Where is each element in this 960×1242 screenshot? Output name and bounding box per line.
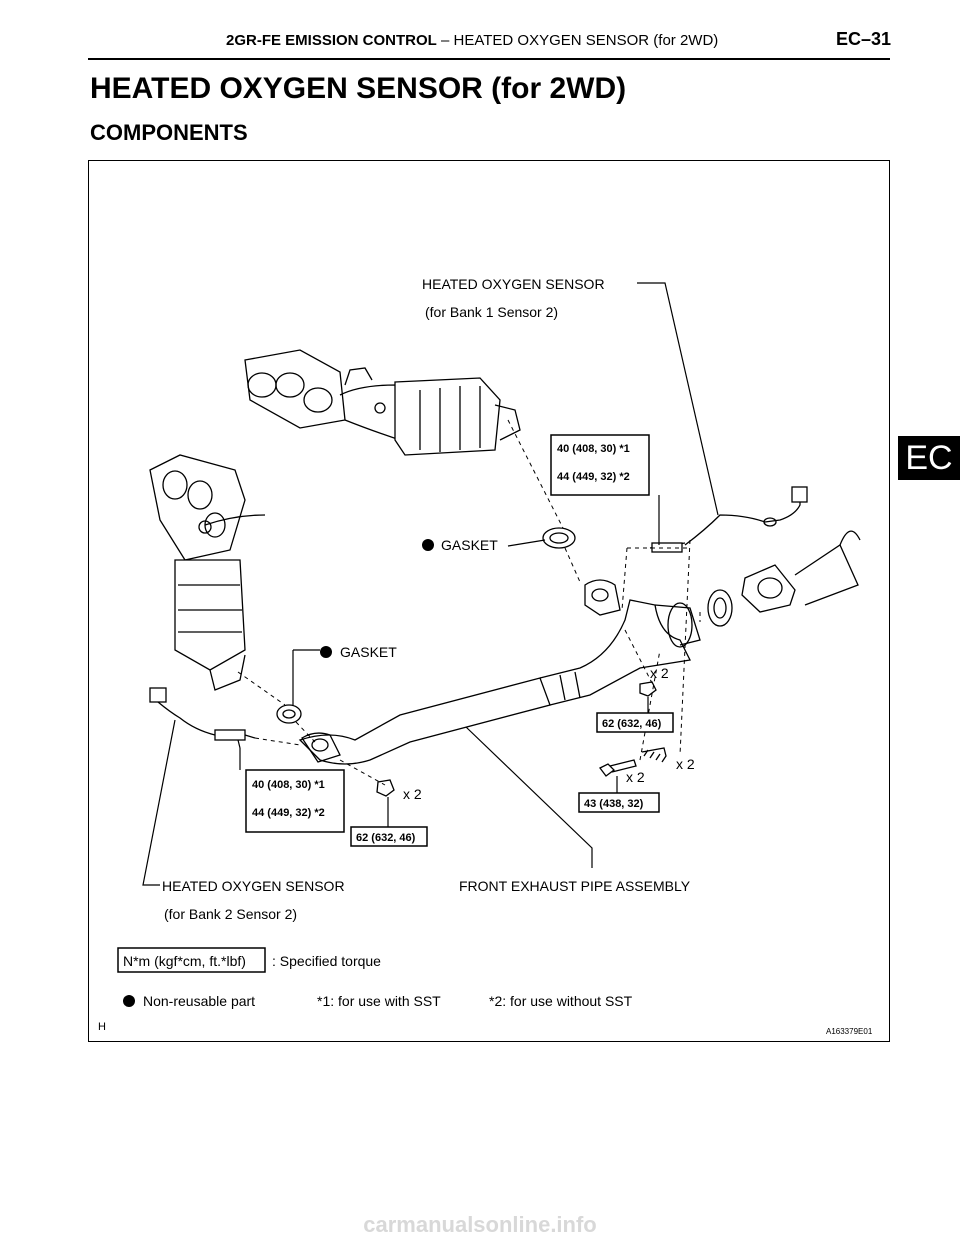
dashed-guides xyxy=(237,419,701,786)
gasket-rear-part xyxy=(707,589,733,627)
spring xyxy=(641,747,667,763)
oxygen-sensor-bank1 xyxy=(649,486,808,553)
torque-nut-left: 62 (632, 46) xyxy=(356,832,416,844)
figure-frame xyxy=(88,160,890,1042)
gasket-lower-part xyxy=(276,704,302,724)
qty-bolt: x 2 xyxy=(626,769,645,785)
torque-box-right xyxy=(550,434,650,496)
section-tab[interactable]: EC xyxy=(898,436,960,480)
exhaust-manifold-bank2 xyxy=(149,454,266,691)
nut-left xyxy=(376,779,395,797)
bolt xyxy=(599,759,637,777)
front-exhaust-pipe xyxy=(298,579,701,765)
nonreusable-bullet-upper xyxy=(422,539,434,551)
nut-right xyxy=(639,681,657,697)
sensor-b2-label-2: (for Bank 2 Sensor 2) xyxy=(164,906,297,922)
footer-left-code: H xyxy=(98,1021,106,1033)
sensor-b2-label-1: HEATED OXYGEN SENSOR xyxy=(162,878,345,894)
page-number: EC–31 xyxy=(836,29,892,49)
legend-nonreusable: Non-reusable part xyxy=(143,993,255,1009)
header-section-bold: 2GR-FE EMISSION CONTROL xyxy=(226,32,437,49)
torque-left-1: 40 (408, 30) *1 xyxy=(252,779,325,791)
downstream-pipe xyxy=(741,530,861,613)
legend-note1: *1: for use with SST xyxy=(317,993,441,1009)
page-title: HEATED OXYGEN SENSOR (for 2WD) xyxy=(90,72,627,105)
torque-right-1: 40 (408, 30) *1 xyxy=(557,443,630,455)
legend-note2: *2: for use without SST xyxy=(489,993,633,1009)
torque-box-nut-right xyxy=(596,712,674,733)
watermark: carmanualsonline.info xyxy=(363,1212,597,1237)
front-pipe-label: FRONT EXHAUST PIPE ASSEMBLY xyxy=(459,878,691,894)
exhaust-manifold-bank1 xyxy=(244,349,521,456)
header-section-rest: – HEATED OXYGEN SENSOR (for 2WD) xyxy=(441,32,719,49)
section-subtitle: COMPONENTS xyxy=(90,120,248,145)
sensor-b1-label-1: HEATED OXYGEN SENSOR xyxy=(422,276,605,292)
torque-left-2: 44 (449, 32) *2 xyxy=(252,807,325,819)
legend-torque-desc: : Specified torque xyxy=(272,953,381,969)
figure-code: A163379E01 xyxy=(826,1027,873,1036)
gasket-lower-label: GASKET xyxy=(340,644,397,660)
qty-nut-right: x 2 xyxy=(650,665,669,681)
legend-torque-box xyxy=(117,947,266,973)
gasket-upper-part xyxy=(542,527,576,549)
header-section: 2GR-FE EMISSION CONTROL – HEATED OXYGEN … xyxy=(226,32,718,49)
qty-spring: x 2 xyxy=(676,756,695,772)
torque-bolt: 43 (438, 32) xyxy=(584,798,644,810)
qty-nut-left: x 2 xyxy=(403,786,422,802)
header-rule xyxy=(88,58,890,60)
torque-box-bolt xyxy=(578,792,660,813)
gasket-upper-label: GASKET xyxy=(441,537,498,553)
torque-box-left xyxy=(245,769,345,833)
torque-nut-right: 62 (632, 46) xyxy=(602,718,662,730)
sensor-b1-label-2: (for Bank 1 Sensor 2) xyxy=(425,304,558,320)
nonreusable-bullet-lower xyxy=(320,646,332,658)
torque-right-2: 44 (449, 32) *2 xyxy=(557,471,630,483)
leader-lines xyxy=(142,282,719,886)
torque-box-nut-left xyxy=(350,826,428,847)
oxygen-sensor-bank2 xyxy=(149,687,256,741)
legend-torque-units: N*m (kgf*cm, ft.*lbf) xyxy=(123,953,246,969)
legend-bullet xyxy=(123,995,135,1007)
